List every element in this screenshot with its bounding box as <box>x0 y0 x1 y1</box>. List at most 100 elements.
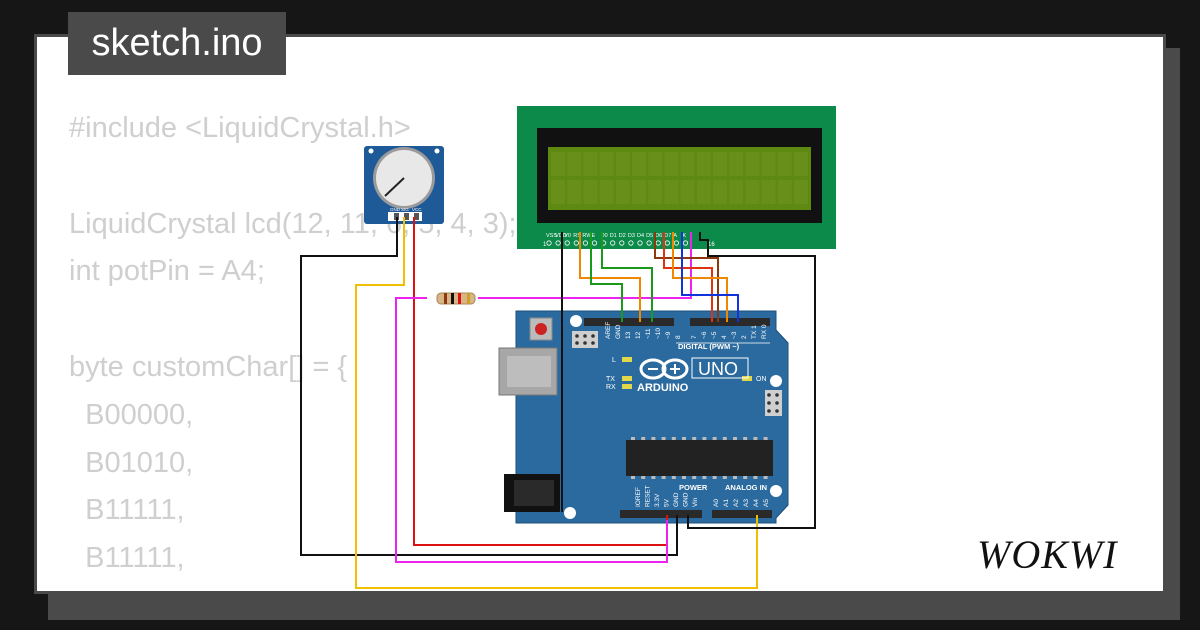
lcd-pin[interactable] <box>546 240 552 246</box>
chip-pin <box>641 476 646 479</box>
lcd-pin-label: D0 <box>601 233 608 239</box>
mounting-hole <box>564 507 576 519</box>
pot-pin[interactable] <box>414 213 419 220</box>
lcd-pin[interactable] <box>682 240 689 246</box>
svg-text:WOKWI: WOKWI <box>977 532 1118 577</box>
chip-pin <box>733 437 737 440</box>
digital-pin-label: 2 <box>741 335 748 339</box>
power-header <box>620 510 702 518</box>
pot-pin[interactable] <box>394 213 399 220</box>
lcd-pin[interactable] <box>555 240 561 246</box>
svg-text:RX: RX <box>606 384 616 391</box>
lcd-pin-label: D1 <box>610 233 617 239</box>
analog-pin-label: A5 <box>763 499 770 507</box>
lcd-pin-label: VSS <box>546 233 557 239</box>
lcd-cell <box>729 180 744 204</box>
lcd-cell <box>680 152 695 176</box>
digital-header-right <box>690 318 770 326</box>
digital-pin-label: 13 <box>625 331 632 339</box>
chip-pin <box>661 476 666 479</box>
pot-pin[interactable] <box>404 213 409 220</box>
power-pin-label: 5V <box>664 498 671 507</box>
digital-pin-label: RX 0 <box>761 324 768 339</box>
pot-pin-label: GND <box>390 207 401 212</box>
wire-pot-gnd <box>300 217 678 556</box>
lcd-pin-label: D6 <box>655 233 662 239</box>
svg-text:1: 1 <box>543 242 547 248</box>
lcd-cell <box>551 180 565 204</box>
power-pin-label: 3.3V <box>654 493 661 507</box>
lcd-pin-label: E <box>592 233 596 239</box>
svg-text:16: 16 <box>708 242 715 248</box>
lcd-pin[interactable] <box>564 240 570 246</box>
lcd-cell <box>745 180 760 204</box>
digital-header-left <box>584 318 674 326</box>
chip-pin <box>631 437 635 440</box>
chip-pin <box>702 437 707 440</box>
wire-pot-sig <box>355 217 758 589</box>
chip-pin <box>712 437 717 440</box>
chip-pin <box>743 437 748 440</box>
lcd-cell <box>729 152 744 176</box>
digital-pin-label: TX 1 <box>751 325 758 339</box>
lcd-pin[interactable] <box>582 240 589 246</box>
wire-lcd-d6 <box>672 232 728 322</box>
lcd-cell <box>777 180 792 204</box>
lcd-cell <box>648 180 663 204</box>
arduino-logo-icon <box>639 358 689 380</box>
lcd-pin[interactable] <box>591 240 598 246</box>
lcd-pin[interactable] <box>646 240 652 246</box>
chip-pin <box>743 476 748 479</box>
lcd-pin[interactable] <box>619 240 625 246</box>
lcd-cell <box>745 152 760 176</box>
chip-pin <box>671 437 676 440</box>
lcd-cell <box>713 152 727 176</box>
led-rx <box>622 384 632 389</box>
led-l <box>622 357 632 362</box>
chip-pin <box>733 476 737 479</box>
wire-resistor-led <box>478 232 692 299</box>
power-pin-label: GND <box>673 492 680 507</box>
lcd-pin[interactable] <box>573 240 579 246</box>
lcd-cell <box>599 180 614 204</box>
lcd-cell <box>583 152 598 176</box>
digital-pin-label: GND <box>615 324 622 339</box>
digital-pin-label: ~11 <box>645 328 652 339</box>
chip-pin <box>682 437 686 440</box>
lcd-pin[interactable] <box>664 240 670 246</box>
code-line: B01110, <box>69 583 517 591</box>
wire-lcd-k <box>687 232 816 529</box>
lcd-cell <box>583 180 598 204</box>
wokwi-logo-icon: WOKWI <box>977 532 1118 577</box>
wokwi-logo: WOKWI <box>975 528 1151 585</box>
digital-pin-label: 12 <box>635 331 642 339</box>
svg-text:L: L <box>612 357 616 364</box>
lcd-pin[interactable] <box>673 240 680 246</box>
lcd-pin-label: D4 <box>637 233 644 239</box>
digital-pin-label: AREF <box>605 322 612 339</box>
lcd-pin[interactable] <box>610 240 616 246</box>
microcontroller-chip <box>626 440 773 476</box>
lcd-pin-label: D7 <box>664 233 671 239</box>
analog-header <box>712 510 772 518</box>
lcd-pin[interactable] <box>628 240 634 246</box>
digital-header-label: DIGITAL (PWM ~) <box>678 342 740 351</box>
mounting-hole <box>770 485 782 497</box>
lcd-cell <box>794 152 808 176</box>
power-pin-label: IOREF <box>635 487 642 507</box>
lcd-pin[interactable] <box>637 240 643 246</box>
code-line: B01010, <box>69 446 194 479</box>
chip-pin <box>671 476 676 479</box>
code-line: byte customChar[] = { <box>69 350 348 383</box>
lcd-cell <box>615 152 630 176</box>
wires <box>300 217 816 589</box>
chip-pin <box>651 437 656 440</box>
mounting-hole <box>570 315 582 327</box>
